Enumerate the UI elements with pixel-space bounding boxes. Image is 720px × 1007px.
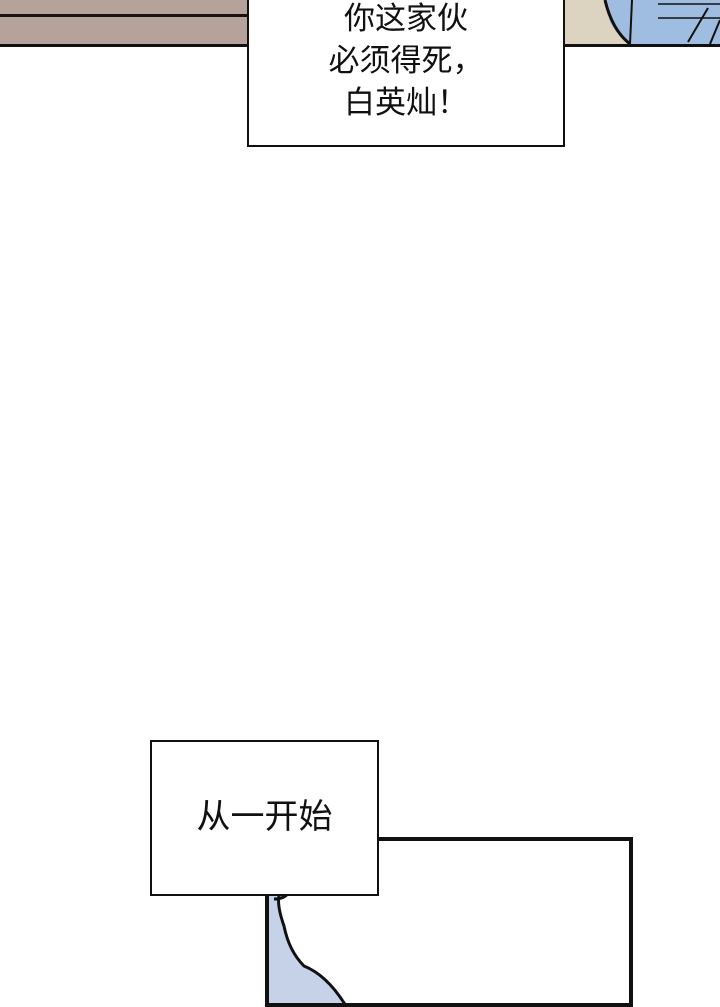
caption-line-2: 必须得死， — [328, 43, 484, 79]
caption-line-1: 你这家伙 — [344, 1, 468, 37]
top-panel-stripe — [0, 14, 250, 17]
caption-box-bottom: 从一开始 — [150, 740, 379, 896]
caption-bottom-text: 从一开始 — [196, 797, 333, 837]
top-panel-left-art — [0, 0, 250, 47]
caption-line-3: 白英灿！ — [344, 85, 468, 121]
caption-box-top: 你这家伙 必须得死， 白英灿！ — [247, 0, 565, 147]
top-panel-right-art — [560, 0, 720, 47]
